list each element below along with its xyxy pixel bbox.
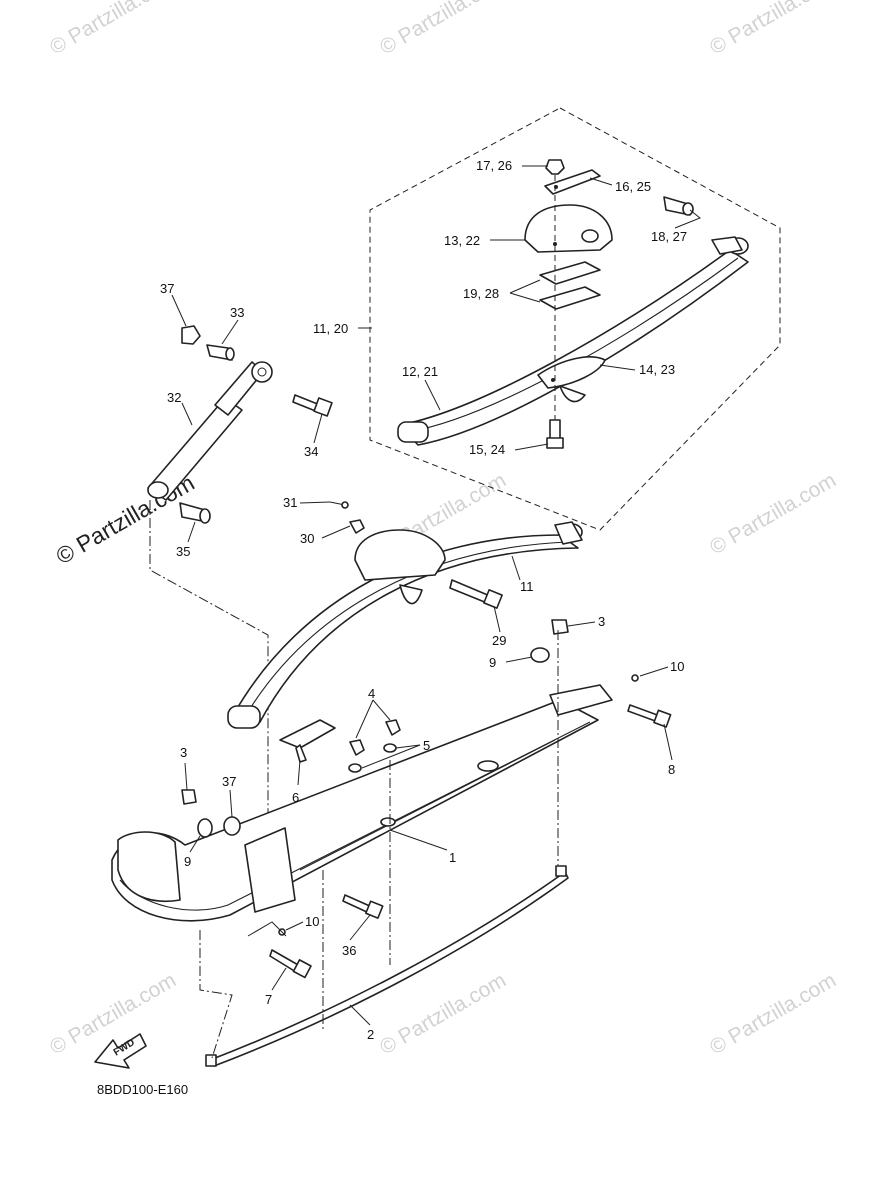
collar-37 xyxy=(223,816,241,836)
callout-17-26: 17, 26 xyxy=(476,158,512,173)
callout-14-23: 14, 23 xyxy=(639,362,675,377)
callout-34: 34 xyxy=(304,444,318,459)
collar-35 xyxy=(179,502,211,524)
watermark: © Partzilla.com xyxy=(46,0,180,59)
callout-37-front: 37 xyxy=(222,774,236,789)
callout-36: 36 xyxy=(342,943,356,958)
pin-31 xyxy=(329,501,349,509)
callout-7: 7 xyxy=(265,992,272,1007)
nut-17 xyxy=(545,159,565,175)
shock-mount-axis xyxy=(149,500,269,840)
callout-11-20: 11, 20 xyxy=(313,321,348,336)
callout-10-front: 10 xyxy=(305,914,319,929)
bolt-7 xyxy=(269,949,312,979)
clamp-14 xyxy=(537,356,606,403)
leader-lines xyxy=(171,165,701,1026)
callout-9-rear: 9 xyxy=(489,655,496,670)
spring-bracket-13 xyxy=(524,204,613,253)
shock-absorber-32 xyxy=(147,361,273,501)
callout-35: 35 xyxy=(176,544,190,559)
callout-15-24: 15, 24 xyxy=(469,442,505,457)
callout-labels: 17, 26 16, 25 13, 22 18, 27 19, 28 11, 2… xyxy=(160,158,687,1042)
collar-18 xyxy=(663,196,694,216)
bracket-6 xyxy=(279,719,336,763)
callout-19-28: 19, 28 xyxy=(463,286,499,301)
callout-6: 6 xyxy=(292,790,299,805)
callout-3-front: 3 xyxy=(180,745,187,760)
nose-axis xyxy=(199,930,233,1059)
callout-5: 5 xyxy=(423,738,430,753)
bolt-15 xyxy=(546,419,564,449)
washer-5 xyxy=(348,743,397,773)
leaf-spring-subassembly xyxy=(397,236,749,446)
collar-9 xyxy=(197,647,550,838)
callout-8: 8 xyxy=(668,762,675,777)
fwd-arrow-icon: FWD xyxy=(94,1033,147,1069)
shim-19 xyxy=(539,261,601,310)
callout-12-21: 12, 21 xyxy=(402,364,438,379)
watermark: © Partzilla.com xyxy=(706,469,840,560)
ski-1 xyxy=(111,684,613,922)
bolt-34 xyxy=(292,394,333,417)
subassembly-boundary xyxy=(369,107,781,531)
callout-2: 2 xyxy=(367,1027,374,1042)
callout-32: 32 xyxy=(167,390,181,405)
diagram-code: 8BDD100-E160 xyxy=(97,1082,189,1097)
wear-bar-2 xyxy=(205,865,569,1067)
nut-30 xyxy=(349,519,365,534)
nut-3 xyxy=(181,619,569,805)
callout-10-rear: 10 xyxy=(670,659,684,674)
nut-4 xyxy=(349,719,401,756)
nut-37-top xyxy=(181,325,201,345)
callout-37: 37 xyxy=(160,281,174,296)
bolt-36 xyxy=(342,894,384,919)
callout-16-25: 16, 25 xyxy=(615,179,651,194)
callout-33: 33 xyxy=(230,305,244,320)
watermark: © Partzilla.com xyxy=(706,969,840,1060)
watermark: © Partzilla.com xyxy=(706,0,840,59)
callout-11: 11 xyxy=(520,579,534,594)
callout-1: 1 xyxy=(449,850,456,865)
callout-13-22: 13, 22 xyxy=(444,233,480,248)
callout-31: 31 xyxy=(283,495,297,510)
bolt-29 xyxy=(449,579,503,609)
callout-3-rear: 3 xyxy=(598,614,605,629)
callout-29: 29 xyxy=(492,633,506,648)
leaf-spring-11 xyxy=(227,521,583,729)
callout-18-27: 18, 27 xyxy=(651,229,687,244)
callout-30: 30 xyxy=(300,531,314,546)
watermark: © Partzilla.com xyxy=(376,0,510,59)
callout-4: 4 xyxy=(368,686,375,701)
collar-33 xyxy=(206,344,235,361)
callout-9-front: 9 xyxy=(184,854,191,869)
bolt-8 xyxy=(627,704,672,728)
